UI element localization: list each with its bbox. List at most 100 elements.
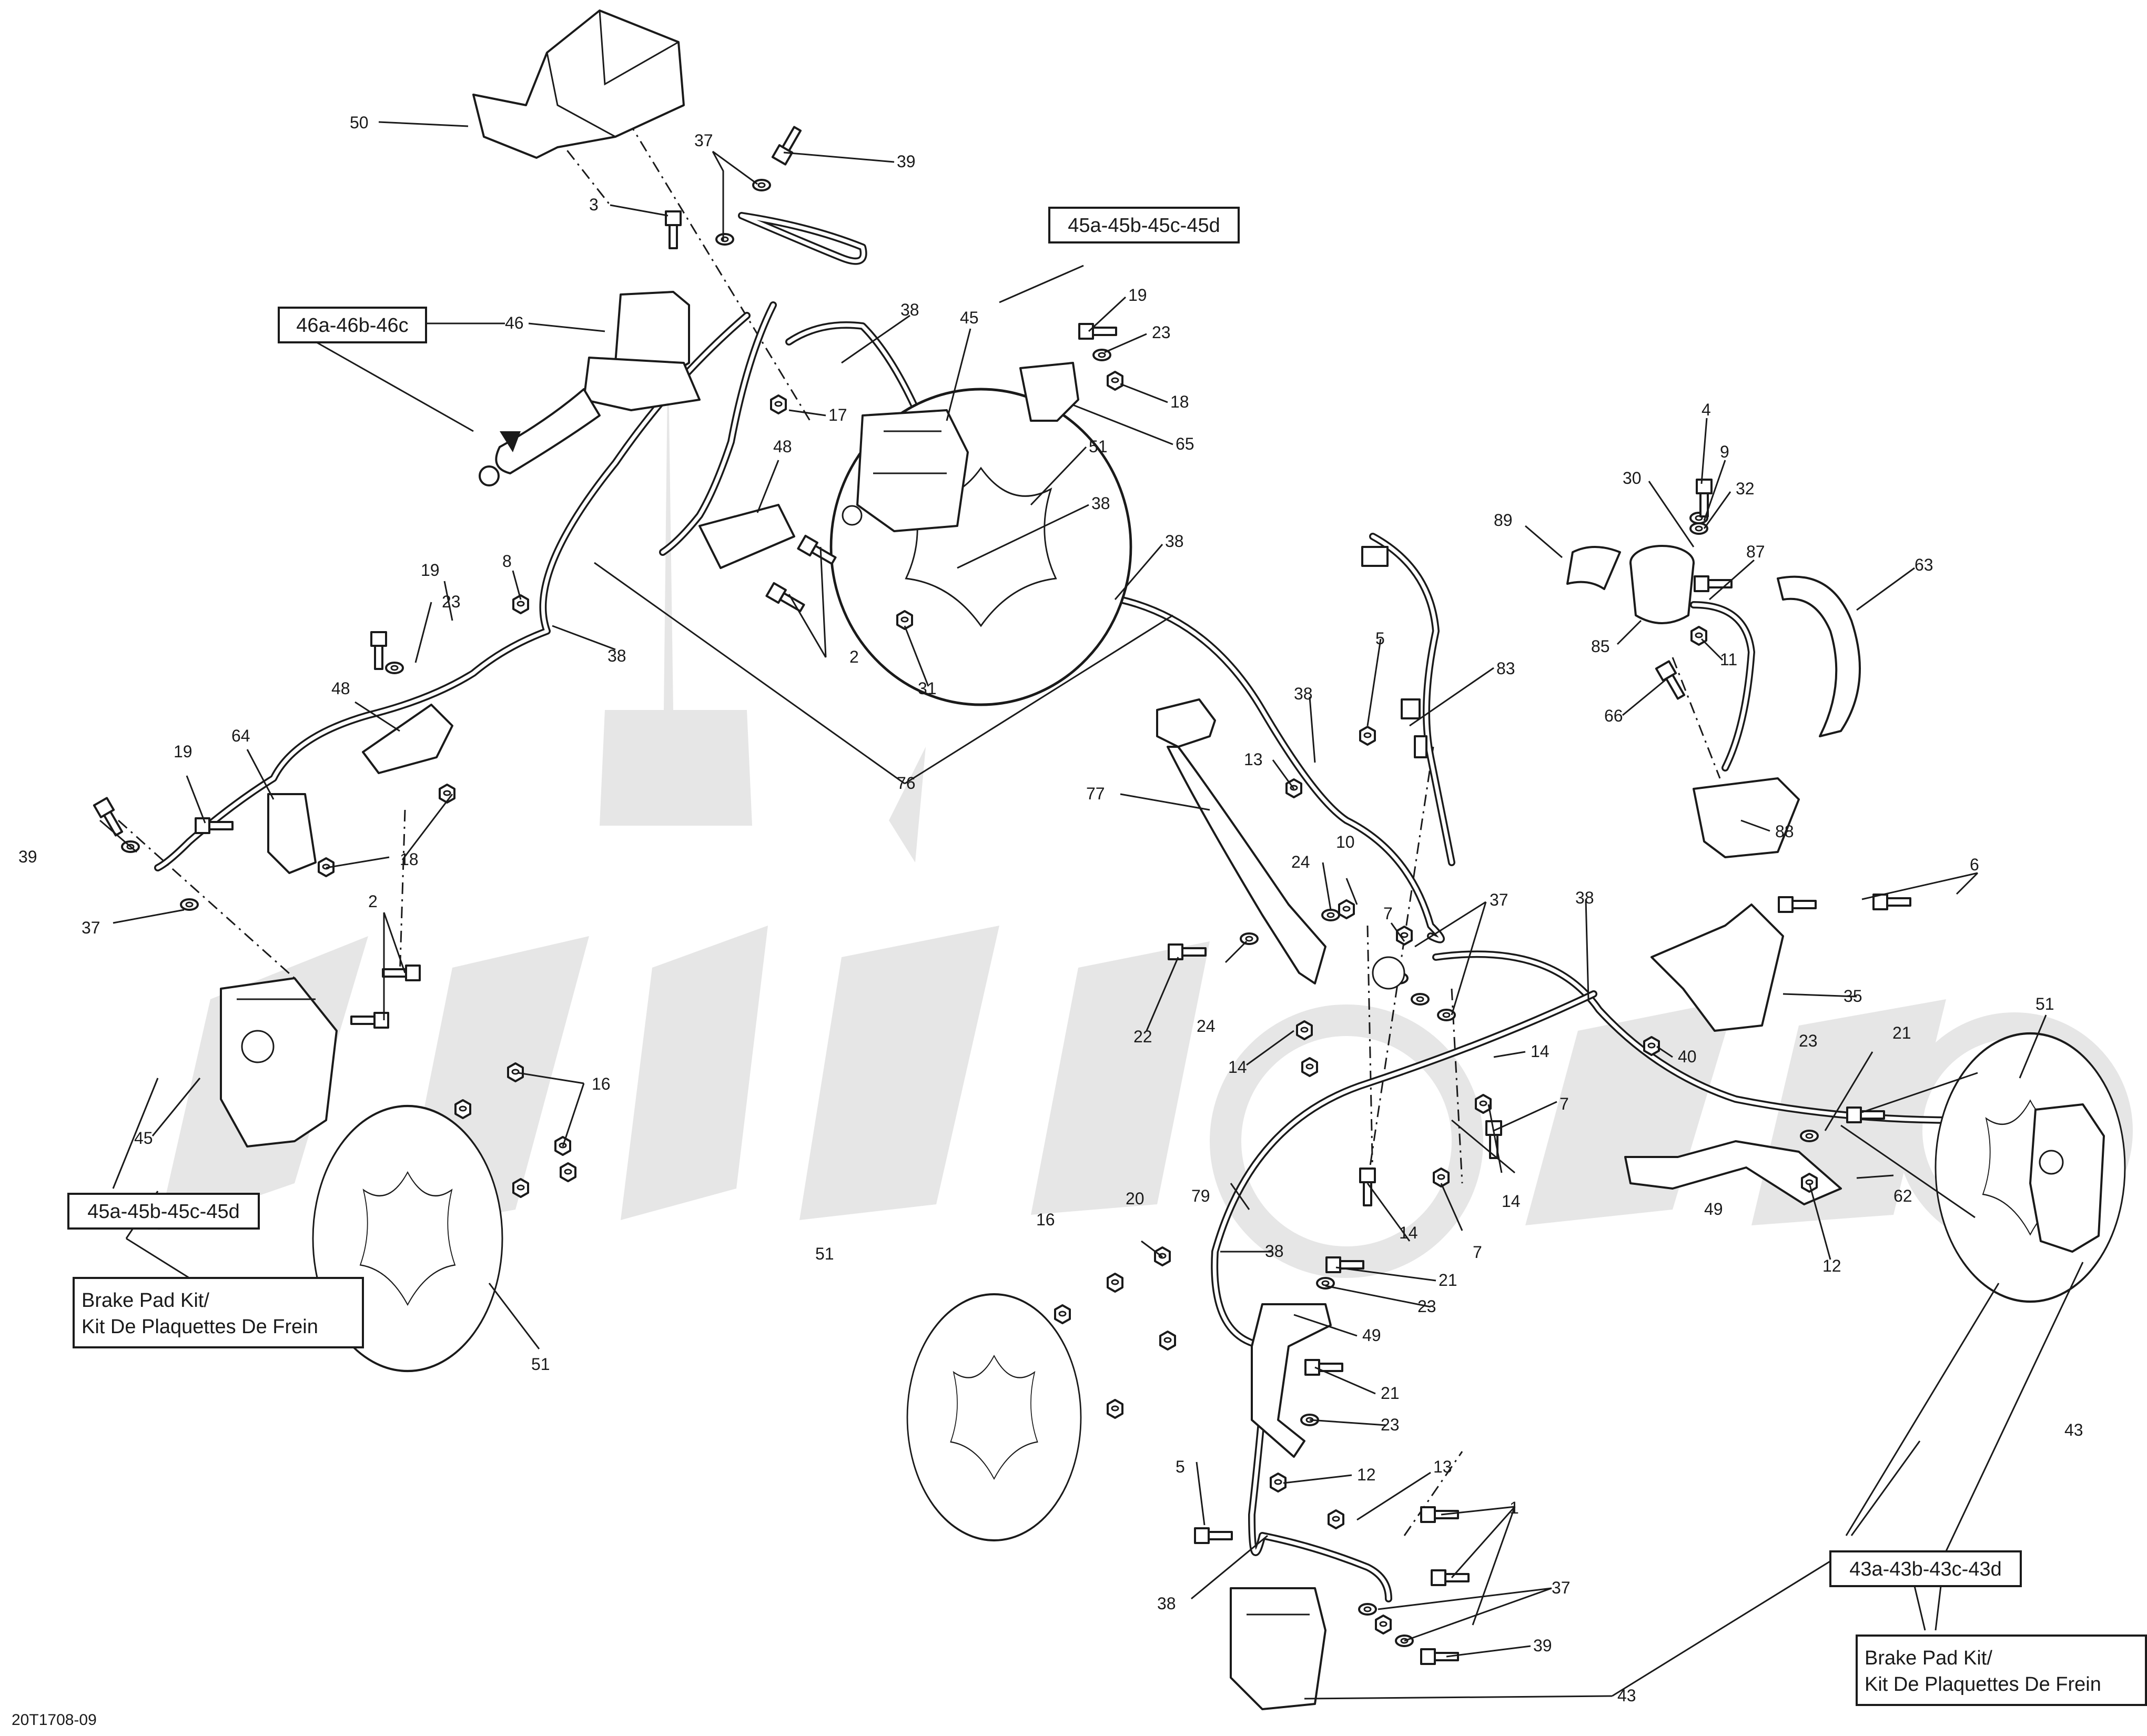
callout-24: 24 — [1291, 852, 1310, 871]
callout-39: 39 — [897, 152, 916, 171]
callout-2: 2 — [849, 647, 859, 666]
callout-12: 12 — [1357, 1465, 1376, 1484]
box-43-text: 43a-43b-43c-43d — [1849, 1558, 2001, 1580]
callout-38: 38 — [1091, 494, 1110, 513]
callout-19: 19 — [421, 561, 440, 580]
callout-7: 7 — [1383, 904, 1393, 923]
callout-16: 16 — [1036, 1210, 1055, 1229]
callout-85: 85 — [1591, 637, 1610, 656]
callout-38: 38 — [1265, 1242, 1284, 1261]
callout-32: 32 — [1736, 479, 1755, 498]
figure-id: 20T1708-09 — [12, 1711, 97, 1729]
callout-89: 89 — [1494, 511, 1513, 530]
callout-40: 40 — [1678, 1047, 1697, 1066]
hose-guide-left — [267, 704, 453, 874]
callout-39: 39 — [1533, 1636, 1552, 1655]
callout-38: 38 — [1157, 1594, 1176, 1613]
box-45-lower — [67, 1193, 260, 1230]
callout-62: 62 — [1893, 1186, 1912, 1205]
callout-21: 21 — [1439, 1271, 1457, 1290]
brake-pedal — [1156, 698, 1326, 984]
brake-pad-kit-right-box — [1856, 1635, 2147, 1706]
callout-6: 6 — [1970, 855, 1979, 874]
callout-43: 43 — [1617, 1686, 1636, 1705]
callout-51: 51 — [1089, 437, 1108, 456]
front-master-cylinder — [479, 291, 701, 486]
callout-14: 14 — [1399, 1223, 1418, 1242]
callout-48: 48 — [331, 679, 350, 698]
box-43 — [1829, 1550, 2022, 1587]
callout-49: 49 — [1704, 1200, 1723, 1219]
box-45-upper — [1048, 207, 1240, 243]
callout-38: 38 — [900, 300, 919, 319]
hose-guide-upper — [698, 504, 795, 569]
callout-38: 38 — [1575, 888, 1594, 907]
brake-pad-kit-right-line2: Kit De Plaquettes De Frein — [1865, 1673, 2101, 1696]
front-left-caliper — [220, 977, 338, 1148]
callout-23: 23 — [1417, 1297, 1436, 1316]
callout-30: 30 — [1623, 469, 1642, 488]
brake-hoses — [154, 212, 2055, 1602]
callout-2: 2 — [368, 892, 378, 911]
callout-3: 3 — [589, 195, 599, 214]
support-65 — [1019, 362, 1079, 422]
callout-45: 45 — [134, 1129, 153, 1148]
callout-49: 49 — [1362, 1326, 1381, 1345]
callout-13: 13 — [1433, 1457, 1452, 1476]
hose-guide-right — [1624, 1140, 1842, 1205]
callout-19: 19 — [1128, 286, 1147, 304]
callout-numbers: 50 37 39 3 46 38 45 19 23 18 65 17 48 51… — [18, 113, 2083, 1705]
callout-23: 23 — [1152, 323, 1171, 342]
callout-37: 37 — [1490, 890, 1508, 909]
brake-light-switch — [1361, 546, 1427, 758]
callout-51: 51 — [531, 1355, 550, 1374]
callout-51: 51 — [2035, 994, 2054, 1013]
callout-65: 65 — [1176, 434, 1194, 453]
callout-5: 5 — [1176, 1457, 1185, 1476]
hose-guide-lower — [1251, 1303, 1332, 1458]
rear-right-caliper — [2029, 1103, 2105, 1253]
box-46-text: 46a-46b-46c — [296, 314, 408, 337]
callout-21: 21 — [1381, 1384, 1400, 1403]
callout-39: 39 — [18, 847, 37, 866]
callout-38: 38 — [1165, 532, 1184, 551]
callout-77: 77 — [1086, 784, 1105, 803]
callout-9: 9 — [1720, 442, 1729, 461]
callout-46: 46 — [505, 313, 524, 332]
callout-22: 22 — [1133, 1027, 1152, 1046]
callout-4: 4 — [1702, 400, 1711, 419]
box-45-lower-text: 45a-45b-45c-45d — [87, 1201, 239, 1223]
callout-48: 48 — [773, 437, 792, 456]
brake-pad-kit-right-line1: Brake Pad Kit/ — [1865, 1647, 1992, 1669]
callout-43: 43 — [2064, 1420, 2083, 1439]
callout-16: 16 — [592, 1074, 611, 1093]
callout-20: 20 — [1126, 1189, 1145, 1208]
callout-24: 24 — [1197, 1017, 1216, 1035]
callout-14: 14 — [1228, 1058, 1247, 1077]
callout-17: 17 — [828, 405, 847, 424]
callout-79: 79 — [1191, 1186, 1210, 1205]
callout-14: 14 — [1502, 1192, 1521, 1211]
brake-fluid-reservoir — [1566, 545, 1695, 624]
callout-66: 66 — [1604, 706, 1623, 725]
callout-23: 23 — [442, 592, 461, 611]
callout-63: 63 — [1915, 555, 1933, 574]
callout-51: 51 — [815, 1244, 834, 1263]
callout-83: 83 — [1496, 659, 1515, 678]
callout-5: 5 — [1375, 629, 1385, 648]
callout-13: 13 — [1244, 750, 1263, 769]
hardware — [93, 124, 1911, 1665]
vent-hose — [1777, 575, 1861, 737]
front-right-caliper — [842, 409, 969, 532]
callout-23: 23 — [1799, 1031, 1818, 1050]
rear-left-caliper — [1230, 1587, 1326, 1710]
brake-disc-center — [906, 1293, 1082, 1541]
callout-18: 18 — [1170, 392, 1189, 411]
callout-38: 38 — [1294, 684, 1313, 703]
callout-11: 11 — [1720, 650, 1737, 669]
callout-14: 14 — [1531, 1042, 1550, 1061]
callout-38: 38 — [607, 646, 626, 665]
callout-35: 35 — [1844, 987, 1862, 1006]
brake-pad-kit-left-box — [73, 1277, 364, 1348]
